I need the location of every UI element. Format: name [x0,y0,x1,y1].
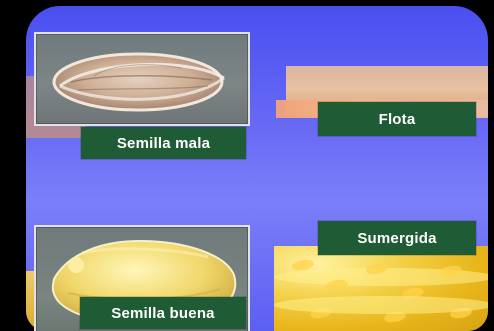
bad-seed-image [36,34,248,124]
bad-seed-label: Semilla mala [81,127,246,159]
grain [439,264,462,278]
submerged-seeds-pile [274,246,488,331]
grain [449,306,472,320]
good-seed-label: Semilla buena [80,297,246,329]
grain [291,258,314,272]
floats-label: Flota [318,102,476,136]
submerged-label: Sumergida [318,221,476,255]
grain [365,262,388,276]
grain [309,306,332,320]
bad-seed-photo [34,32,250,126]
grain [325,278,348,292]
grain [383,310,406,324]
grain [401,286,424,300]
